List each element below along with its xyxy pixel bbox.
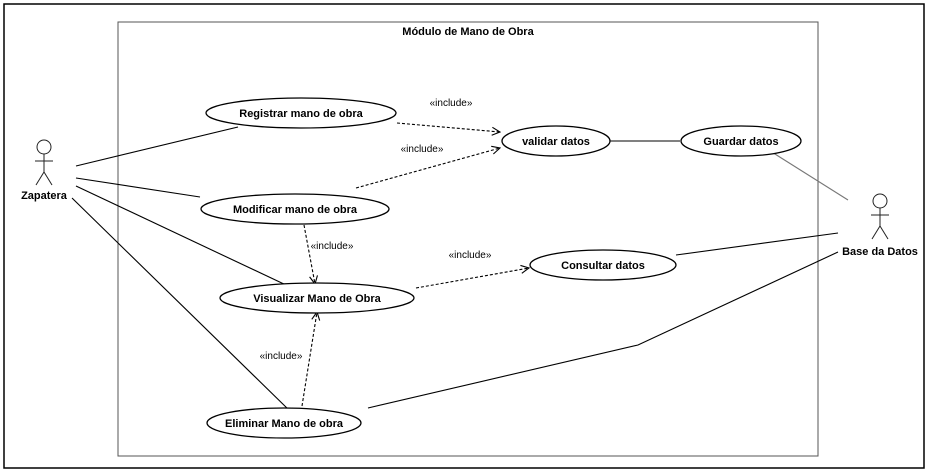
outer-frame: [3, 3, 925, 469]
person-icon: [871, 193, 889, 240]
assoc-zapatera-registrar: [75, 126, 239, 167]
use-case-label-guardar: Guardar datos: [703, 136, 778, 148]
use-case-guardar[interactable]: Guardar datos: [680, 125, 802, 157]
include-label: «include»: [260, 351, 303, 362]
use-case-registrar[interactable]: Registrar mano de obra: [205, 97, 397, 129]
person-icon: [35, 139, 53, 186]
use-case-validar[interactable]: validar datos: [501, 125, 611, 157]
actor-label-base-datos: Base da Datos: [842, 246, 918, 258]
assoc-zapatera-modificar: [75, 177, 201, 198]
use-case-modificar[interactable]: Modificar mano de obra: [200, 193, 390, 225]
use-case-eliminar[interactable]: Eliminar Mano de obra: [206, 407, 362, 439]
use-case-label-consultar: Consultar datos: [561, 260, 645, 272]
include-label: «include»: [311, 241, 354, 252]
assoc-eliminar-base: [367, 251, 839, 409]
actor-base-datos[interactable]: Base da Datos: [842, 193, 918, 258]
use-case-consultar[interactable]: Consultar datos: [529, 249, 677, 281]
include-eliminar-visualizar: [301, 312, 317, 407]
include-label: «include»: [449, 250, 492, 261]
use-case-label-visualizar: Visualizar Mano de Obra: [253, 293, 381, 305]
actor-label-zapatera: Zapatera: [21, 190, 68, 202]
system-boundary: [117, 21, 819, 457]
use-case-visualizar[interactable]: Visualizar Mano de Obra: [219, 282, 415, 314]
assoc-zapatera-eliminar: [71, 197, 291, 412]
use-case-label-registrar: Registrar mano de obra: [239, 108, 363, 120]
use-case-label-eliminar: Eliminar Mano de obra: [225, 418, 344, 430]
include-registrar-validar: [396, 122, 500, 132]
assoc-consultar-base: [675, 232, 839, 256]
use-case-label-modificar: Modificar mano de obra: [233, 204, 358, 216]
include-visualizar-consultar: [415, 268, 529, 289]
include-label: «include»: [401, 144, 444, 155]
use-case-label-validar: validar datos: [522, 136, 590, 148]
assoc-guardar-base: [766, 148, 849, 201]
include-label: «include»: [430, 98, 473, 109]
assoc-zapatera-visualizar: [75, 185, 287, 286]
system-title: Módulo de Mano de Obra: [402, 26, 534, 38]
actor-zapatera[interactable]: Zapatera: [21, 139, 68, 202]
include-modificar-visualizar: [303, 224, 315, 284]
